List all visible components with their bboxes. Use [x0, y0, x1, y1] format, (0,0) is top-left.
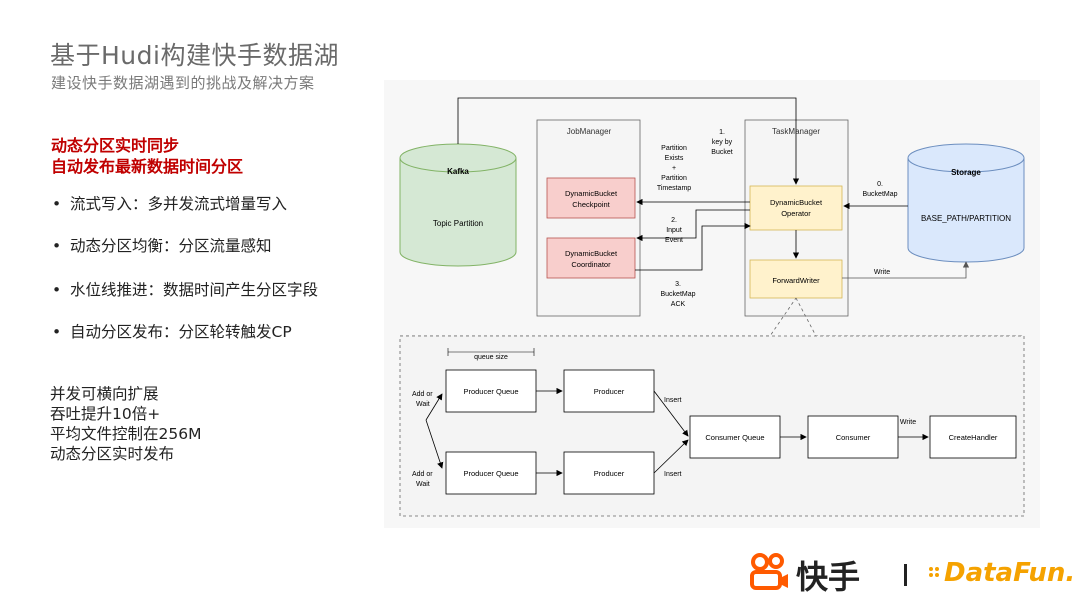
slide-title: 基于Hudi构建快手数据湖: [50, 41, 339, 70]
svg-text:Insert: Insert: [664, 471, 682, 478]
svg-text:+: +: [672, 165, 676, 172]
add-or-wait-bottom: Add or: [412, 471, 433, 478]
edge-keyby: [457, 97, 800, 185]
svg-text:Wait: Wait: [416, 401, 430, 408]
checkpoint-node: DynamicBucket Checkpoint: [546, 177, 636, 219]
svg-text:DynamicBucket: DynamicBucket: [565, 189, 618, 198]
svg-text:Producer Queue: Producer Queue: [463, 469, 518, 478]
svg-text:Consumer Queue: Consumer Queue: [705, 433, 764, 442]
svg-text:ForwardWriter: ForwardWriter: [772, 276, 820, 285]
svg-text:Write: Write: [874, 269, 890, 276]
feature-item: •流式写入：多并发流式增量写入: [52, 195, 288, 213]
svg-text:BucketMap: BucketMap: [660, 291, 695, 298]
producer-queue-bottom: Producer Queue: [445, 451, 537, 495]
kuaishou-logo-icon: [750, 553, 788, 590]
queue-size-label: queue size: [474, 354, 508, 361]
svg-text:Wait: Wait: [416, 481, 430, 488]
edge-write-storage: [842, 261, 970, 279]
storage-node: Storage BASE_PATH/PARTITION: [907, 143, 1025, 263]
svg-text:1.: 1.: [719, 129, 725, 136]
svg-text:0.: 0.: [877, 181, 883, 188]
svg-text:Partition: Partition: [661, 145, 687, 152]
svg-text:Timestamp: Timestamp: [657, 185, 691, 192]
svg-text:Checkpoint: Checkpoint: [572, 200, 610, 209]
edge-insert-top: [653, 390, 689, 437]
jobmanager-label: JobManager: [567, 127, 612, 136]
svg-text:Consumer: Consumer: [836, 433, 871, 442]
storage-label: BASE_PATH/PARTITION: [921, 214, 1011, 223]
producer-bottom: Producer: [563, 451, 655, 495]
svg-text:Coordinator: Coordinator: [571, 260, 611, 269]
result-item: 平均文件控制在256M: [50, 425, 202, 443]
slide-subtitle: 建设快手数据湖遇到的挑战及解决方案: [51, 74, 315, 92]
result-item: 吞吐提升10倍+: [50, 405, 161, 423]
svg-text:Bucket: Bucket: [711, 149, 732, 156]
svg-text:DynamicBucket: DynamicBucket: [770, 198, 823, 207]
edge-insert-bottom: [653, 439, 689, 474]
svg-text:Input: Input: [666, 227, 682, 234]
svg-text:CreateHandler: CreateHandler: [949, 433, 998, 442]
feature-item: •水位线推进：数据时间产生分区字段: [52, 281, 319, 299]
storage-title: Storage: [951, 168, 981, 177]
svg-text:Write: Write: [900, 419, 916, 426]
kafka-title: Kafka: [447, 167, 469, 176]
kafka-node: Kafka Topic Partition: [399, 143, 517, 267]
highlight-1: 动态分区实时同步: [51, 136, 180, 155]
svg-text:Event: Event: [665, 237, 683, 244]
coordinator-node: DynamicBucket Coordinator: [546, 237, 636, 279]
kafka-label: Topic Partition: [433, 219, 483, 228]
producer-top: Producer: [563, 369, 655, 413]
consumer: Consumer: [807, 415, 899, 459]
add-or-wait-top: Add or: [412, 391, 433, 398]
svg-text:Producer Queue: Producer Queue: [463, 387, 518, 396]
footer-separator: [904, 564, 907, 586]
consumer-queue: Consumer Queue: [689, 415, 781, 459]
create-handler: CreateHandler: [929, 415, 1017, 459]
architecture-diagram: Kafka Topic Partition Storage BASE_PATH/…: [384, 80, 1040, 528]
svg-text:BucketMap: BucketMap: [862, 191, 897, 198]
svg-text:Exists: Exists: [665, 155, 684, 162]
edge-ack: [635, 222, 751, 271]
result-item: 动态分区实时发布: [50, 445, 175, 463]
forwardwriter-node: ForwardWriter: [749, 259, 843, 299]
feature-item: •动态分区均衡：分区流量感知: [52, 237, 272, 255]
svg-text:3.: 3.: [675, 281, 681, 288]
svg-text:2.: 2.: [671, 217, 677, 224]
result-item: 并发可横向扩展: [50, 385, 159, 403]
svg-text:Producer: Producer: [594, 469, 625, 478]
feature-item: •自动分区发布：分区轮转触发CP: [52, 323, 292, 341]
svg-text:key by: key by: [712, 139, 733, 146]
operator-node: DynamicBucket Operator: [749, 185, 843, 231]
results-list: 并发可横向扩展 吞吐提升10倍+ 平均文件控制在256M 动态分区实时发布: [50, 384, 201, 464]
svg-text:Partition: Partition: [661, 175, 687, 182]
datafun-dots-icon: [929, 567, 939, 577]
datafun-logo: DataFun.: [928, 558, 1075, 588]
svg-text:Producer: Producer: [594, 387, 625, 396]
svg-text:Insert: Insert: [664, 397, 682, 404]
svg-text:ACK: ACK: [671, 301, 686, 308]
edge-input: [636, 209, 750, 242]
kuaishou-brand: 快手: [796, 558, 861, 596]
producer-queue-top: Producer Queue: [445, 369, 537, 413]
svg-text:Operator: Operator: [781, 209, 811, 218]
svg-text:DynamicBucket: DynamicBucket: [565, 249, 618, 258]
highlight-2: 自动发布最新数据时间分区: [51, 157, 244, 176]
